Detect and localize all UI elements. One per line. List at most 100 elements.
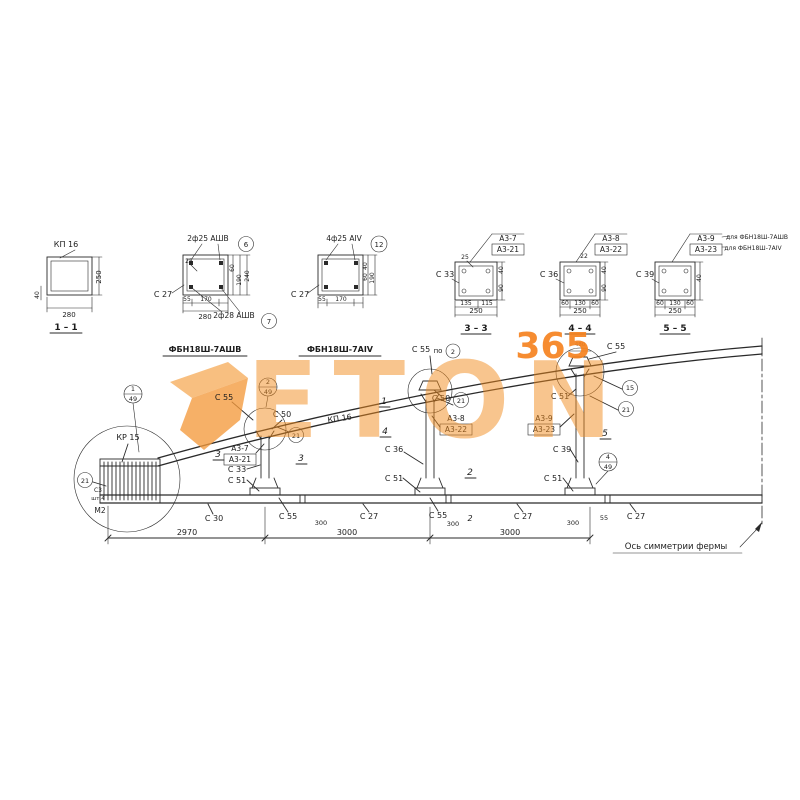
ref-21: 21 [457, 397, 465, 405]
ref-49: 49 [264, 388, 272, 396]
ref-49: 49 [129, 395, 137, 403]
embed-mark: А3-23 [695, 245, 717, 254]
ref-2: 2 [451, 348, 455, 356]
pos-3: 3 [215, 450, 221, 460]
dim-480: 480 [575, 342, 586, 348]
mark-c27: С 27 [360, 512, 378, 521]
mark-c55: С 55 [279, 512, 297, 521]
reference-bubbles [77, 343, 638, 488]
ref-12: 12 [375, 241, 384, 249]
embed-mark: А3-23 [533, 425, 555, 434]
dim-60: 60 [591, 300, 599, 307]
mark-c51: С 51 [551, 392, 569, 401]
dim-60: 60 [229, 264, 236, 272]
mark-c33: С 33 [436, 270, 454, 279]
dim-280: 280 [62, 311, 75, 319]
pos-2: 2 [467, 468, 473, 478]
pos-2: 2 [467, 514, 472, 523]
dim-250: 250 [668, 307, 681, 315]
section-title-3: 3 – 3 [464, 324, 487, 334]
ref-15: 15 [626, 384, 634, 392]
dim-3000: 3000 [500, 528, 520, 537]
embed-mark: А3-8 [447, 414, 465, 423]
mark-c51: С 51 [385, 474, 403, 483]
note-m2: М2 [94, 506, 105, 515]
ref-49: 49 [604, 463, 612, 471]
mark-c33: С 33 [228, 465, 246, 474]
embed-mark: А3-9 [697, 234, 715, 243]
pos-1: 1 [381, 397, 387, 407]
dim-190: 190 [236, 274, 243, 286]
ref-21: 21 [292, 432, 300, 440]
dim-55: 55 [318, 296, 326, 303]
pos-3: 3 [298, 454, 304, 464]
watermark-logo [170, 362, 248, 450]
dim-300: 300 [315, 519, 327, 527]
beam-name-1: ФБН18Ш-7АШВ [169, 345, 242, 354]
section-5 [555, 233, 628, 335]
dim-40: 40 [601, 266, 608, 274]
truss-elevation [73, 345, 763, 533]
member-mark-kp16: КП 16 [327, 412, 352, 424]
dim-170: 170 [335, 296, 347, 303]
ref-7: 7 [267, 318, 271, 326]
dim-60: 60 [561, 300, 569, 307]
dim-60: 60 [686, 300, 694, 307]
embed-mark: А3-22 [600, 245, 622, 254]
note: С3 [94, 487, 102, 494]
dim-170: 170 [200, 296, 212, 303]
dim-130: 130 [574, 300, 586, 307]
embed-mark: А3-7 [499, 234, 517, 243]
mark-c36: С 36 [385, 445, 403, 454]
ref-21: 21 [81, 477, 89, 485]
note: для ФБН18Ш-7АШВ [726, 234, 788, 241]
dim-250: 250 [95, 270, 103, 283]
section-1-1 [40, 249, 103, 334]
dim-115: 115 [481, 300, 493, 307]
section-4 [451, 233, 525, 335]
ref-6: 6 [244, 241, 249, 249]
mark-c27: С 27 [514, 512, 532, 521]
dim-60: 60 [656, 300, 664, 307]
dim-60: 60 [362, 273, 369, 281]
dim-25: 25 [461, 254, 469, 261]
kp16-mark: КП 16 [54, 240, 78, 249]
dim-250: 250 [573, 307, 586, 315]
dim-250: 250 [469, 307, 482, 315]
section-3 [298, 235, 388, 357]
embed-mark: А3-21 [497, 245, 519, 254]
symmetry-note: Ось симметрии фермы [625, 542, 727, 552]
mark-c27: С 27 [291, 290, 309, 299]
mark-c55: С 55 [607, 342, 625, 351]
logo-top-face [170, 362, 248, 398]
mark-c27: С 27 [627, 512, 645, 521]
embed-mark: А3-9 [535, 414, 553, 423]
pos-4: 4 [382, 427, 388, 437]
logo-front-face [180, 378, 248, 450]
embed-mark: А3-21 [229, 455, 251, 464]
mark-c39: С 39 [636, 270, 654, 279]
watermark-number: 365 [515, 326, 590, 367]
dim-90: 90 [601, 284, 608, 292]
beam-name-2: ФБН18Ш-7АIV [307, 345, 374, 354]
dim-40: 40 [362, 262, 369, 270]
mark-c36: С 36 [540, 270, 558, 279]
mark-c55: С 55 [412, 345, 430, 354]
embed-mark: А3-22 [445, 425, 467, 434]
dim-135: 135 [460, 300, 472, 307]
note-po: по [434, 347, 443, 355]
dim-190: 190 [369, 272, 376, 284]
dim-280: 280 [198, 313, 211, 321]
detail-mark-kr15: КР 15 [116, 433, 139, 442]
dim-55: 55 [600, 514, 608, 522]
mark-c55: С 55 [215, 393, 233, 402]
mark-c55: С 55 [429, 511, 447, 520]
watermark-brand: ETON [247, 340, 628, 462]
mark-c51: С 51 [228, 476, 246, 485]
dim-300: 300 [567, 519, 579, 527]
rebar-note: 4ф25 АIV [326, 234, 362, 243]
mark-c39: С 39 [553, 445, 571, 454]
dim-40: 40 [498, 266, 505, 274]
